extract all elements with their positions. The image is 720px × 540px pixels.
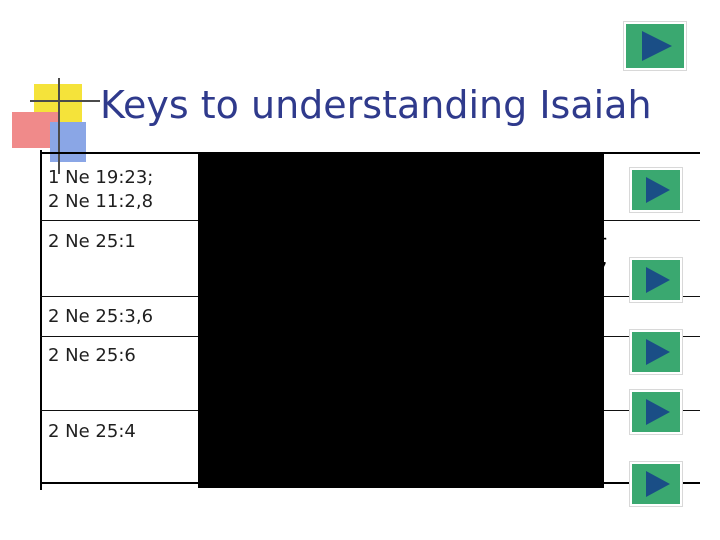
table-top-border — [40, 152, 700, 154]
deco-horizontal-line — [30, 100, 100, 102]
play-triangle-icon — [646, 399, 670, 425]
ref-label: 2 Ne 25:4 — [48, 421, 136, 442]
deco-left-rail — [40, 150, 42, 490]
row-next-button[interactable] — [630, 168, 682, 212]
table-row-ref: 2 Ne 25:1 — [48, 230, 136, 254]
top-next-button[interactable] — [624, 22, 686, 70]
play-triangle-icon — [646, 339, 670, 365]
ref-label: 2 Ne 25:6 — [48, 345, 136, 366]
ref-label: 2 Ne 25:3,6 — [48, 306, 154, 327]
table-row-ref: 2 Ne 25:3,6 — [48, 305, 153, 329]
row-next-button[interactable] — [630, 258, 682, 302]
ref-label: 1 Ne 19:23; 2 Ne 11:2,8 — [48, 167, 154, 212]
table-row-ref: 2 Ne 25:4 — [48, 420, 136, 444]
play-triangle-icon — [642, 31, 672, 61]
table-row-ref: 1 Ne 19:23; 2 Ne 11:2,8 — [48, 166, 153, 214]
row-next-button[interactable] — [630, 390, 682, 434]
table-row-ref: 2 Ne 25:6 — [48, 344, 136, 368]
deco-square-blue — [50, 122, 86, 162]
play-triangle-icon — [646, 177, 670, 203]
ref-label: 2 Ne 25:1 — [48, 231, 136, 252]
fragment-letter: r — [598, 230, 607, 254]
deco-vertical-line — [58, 78, 60, 174]
play-triangle-icon — [646, 471, 670, 497]
hidden-content-cover — [198, 154, 604, 488]
fragment-quote: ” — [597, 258, 608, 282]
play-triangle-icon — [646, 267, 670, 293]
row-next-button[interactable] — [630, 330, 682, 374]
row-next-button[interactable] — [630, 462, 682, 506]
slide-title: Keys to understanding Isaiah — [100, 83, 652, 127]
